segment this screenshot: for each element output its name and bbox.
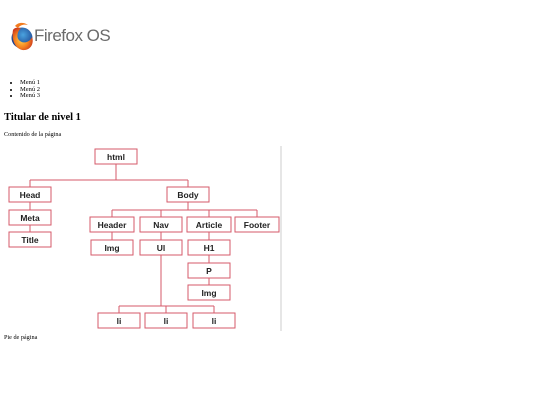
svg-text:Header: Header — [98, 220, 128, 230]
menu-item-2[interactable]: Menú 2 — [20, 86, 40, 94]
svg-text:Title: Title — [21, 235, 39, 245]
svg-text:Body: Body — [177, 190, 199, 200]
node-img-header: Img — [90, 239, 134, 256]
svg-text:Meta: Meta — [20, 213, 40, 223]
svg-text:H1: H1 — [204, 243, 215, 253]
node-meta: Meta — [8, 209, 52, 226]
menu-item-1[interactable]: Menú 1 — [20, 79, 40, 87]
svg-text:html: html — [107, 152, 125, 162]
node-html: html — [94, 148, 138, 165]
svg-text:Head: Head — [20, 190, 41, 200]
svg-text:Article: Article — [196, 220, 223, 230]
node-img-article: Img — [187, 284, 231, 301]
node-footer: Footer — [234, 216, 280, 233]
node-article: Article — [186, 216, 232, 233]
svg-text:li: li — [117, 316, 122, 326]
node-head: Head — [8, 186, 52, 203]
menu-item-3[interactable]: Menú 3 — [20, 93, 40, 100]
node-title: Title — [8, 231, 52, 248]
page-content: Contenido de la página — [4, 131, 62, 138]
logo-text: Firefox OS — [34, 26, 111, 45]
diagram-connectors — [29, 164, 258, 313]
svg-text:li: li — [164, 316, 169, 326]
svg-text:Img: Img — [104, 243, 119, 253]
svg-text:Img: Img — [201, 288, 216, 298]
svg-text:Nav: Nav — [153, 220, 169, 230]
node-h1: H1 — [187, 239, 231, 256]
dom-tree-diagram: html Head Body Meta Title Header Nav Art… — [8, 146, 282, 331]
node-li-2: li — [144, 312, 188, 329]
node-ul: Ul — [139, 239, 183, 256]
page-footer: Pie de página — [4, 334, 38, 341]
svg-text:Ul: Ul — [157, 243, 166, 253]
svg-text:li: li — [212, 316, 217, 326]
node-p: P — [187, 262, 231, 279]
node-li-3: li — [192, 312, 236, 329]
svg-text:P: P — [206, 266, 212, 276]
node-nav: Nav — [139, 216, 183, 233]
page-heading: Titular de nivel 1 — [4, 112, 81, 123]
node-body: Body — [166, 186, 210, 203]
node-li-1: li — [97, 312, 141, 329]
node-header: Header — [89, 216, 135, 233]
firefox-logo-icon — [11, 22, 33, 51]
svg-text:Footer: Footer — [244, 220, 271, 230]
menu-list: Menú 1 Menú 2 Menú 3 — [6, 79, 40, 100]
